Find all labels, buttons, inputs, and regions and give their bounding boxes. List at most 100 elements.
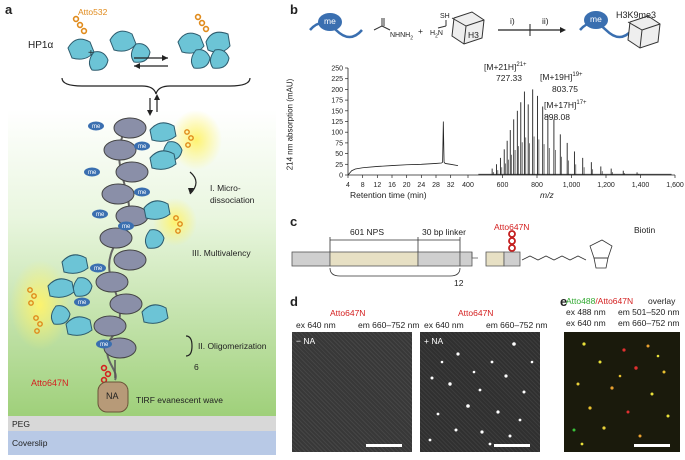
- biotin-label: Biotin: [634, 225, 656, 235]
- y-tick-label: 250: [331, 66, 343, 73]
- panel-e: e Atto488/Atto647N overlay ex 488 nm em …: [560, 292, 685, 460]
- oligomerization-label: II. Oligomerization: [198, 341, 267, 351]
- peak-label-21: [M+21H]21+: [484, 62, 527, 72]
- x-tick-label: 12: [373, 182, 381, 189]
- peg-layer: [8, 416, 276, 431]
- dye-pair-label: Atto488/Atto647N: [566, 296, 634, 306]
- x-tick-label: 1,600: [666, 182, 684, 189]
- hydrazide-label: NHNH2: [390, 32, 414, 42]
- bound-hp1: [47, 122, 183, 336]
- y-tick-label: 0: [339, 173, 343, 180]
- me-tails: me me me me me me me me me: [74, 121, 150, 349]
- micro-dissociation-arrow: [189, 171, 197, 195]
- y-tick-label: 50: [335, 151, 343, 158]
- x-tick-label: 8: [361, 182, 365, 189]
- svg-text:me: me: [138, 144, 147, 150]
- panel-a-label: a: [5, 2, 13, 17]
- step-1: i): [510, 16, 515, 26]
- chromatin-fiber: [93, 117, 149, 381]
- overlay-micrograph: [564, 332, 680, 452]
- micrograph-no-na: − NA: [292, 332, 412, 452]
- atto647n-dye: [100, 364, 112, 384]
- peak-mz-19: 803.75: [552, 84, 578, 94]
- repeat-six: 6: [194, 362, 199, 372]
- plus-sign: +: [88, 48, 94, 59]
- atto532-dye: [27, 129, 194, 334]
- me-tag: me: [590, 14, 602, 24]
- scale-bar: [366, 444, 402, 447]
- svg-text:me: me: [88, 170, 97, 176]
- ex-640: ex 640 nm: [566, 318, 606, 328]
- y-tick-label: 175: [331, 98, 343, 105]
- linker-label: 30 bp linker: [422, 227, 466, 237]
- ex-right: ex 640 nm: [424, 320, 464, 330]
- y-tick-label: 25: [335, 162, 343, 169]
- product-label: H3K9me3: [616, 10, 657, 20]
- y-tick-label: 125: [331, 119, 343, 126]
- atto532-label: Atto532: [78, 7, 108, 17]
- x-tick-label: 1,000: [563, 182, 581, 189]
- panel-c-label: c: [290, 214, 298, 229]
- peak-label-17: [M+17H]17+: [544, 100, 587, 110]
- step-2: ii): [542, 16, 549, 26]
- x-tick-label: 32: [447, 182, 455, 189]
- panel-c: c 601 NPS 30 bp linker Atto647N Biotin 1…: [290, 212, 685, 292]
- dna-construct: [291, 230, 613, 277]
- nps-label: 601 NPS: [350, 227, 385, 237]
- panel-a-schematic: me me me me me me me me me: [8, 13, 276, 455]
- micrograph-noise: [420, 332, 540, 452]
- y-tick-label: 100: [331, 130, 343, 137]
- neutravidin: [97, 381, 129, 413]
- me-tag: me: [324, 16, 336, 26]
- multivalency-label: III. Multivalency: [192, 248, 251, 258]
- condition-label: − NA: [296, 336, 316, 346]
- x-axis-label-left: Retention time (min): [350, 190, 427, 200]
- svg-text:me: me: [100, 342, 109, 348]
- panel-e-label: e: [560, 294, 568, 309]
- x-tick-label: 24: [417, 182, 425, 189]
- micro-label-2: dissociation: [210, 195, 255, 205]
- dye-label: Atto647N: [494, 222, 530, 232]
- repeat-twelve: 12: [454, 278, 464, 288]
- ex-left: ex 640 nm: [296, 320, 336, 330]
- y-axis-label: 214 nm absorption (mAU): [285, 78, 295, 171]
- y-tick-label: 150: [331, 108, 343, 115]
- hp1-label: HP1α: [28, 40, 54, 51]
- hplc-trace: [347, 121, 459, 176]
- em-501: em 501–520 nm: [618, 307, 680, 317]
- x-tick-label: 4: [346, 182, 350, 189]
- svg-text:me: me: [138, 190, 147, 196]
- coverslip-label: Coverslip: [12, 438, 48, 448]
- panel-b-label: b: [290, 2, 298, 17]
- scale-bar: [634, 444, 670, 447]
- amine-label: H2N: [430, 30, 443, 40]
- colocalized-spots: [572, 342, 670, 446]
- micrograph-with-na: + NA: [420, 332, 540, 452]
- svg-text:me: me: [92, 124, 101, 130]
- x-tick-label: 28: [432, 182, 440, 189]
- hp1-dimer: [177, 31, 231, 69]
- atto532-dye: [72, 13, 210, 35]
- brace: [61, 77, 251, 95]
- em-right: em 660–752 nm: [486, 320, 548, 330]
- svg-text:me: me: [96, 212, 105, 218]
- thiol-label: SH: [440, 13, 450, 20]
- peak-mz-17: 898.08: [544, 112, 570, 122]
- y-tick-label: 225: [331, 76, 343, 83]
- single-molecule-spots: [428, 342, 534, 446]
- x-tick-label: 1,200: [597, 182, 615, 189]
- y-tick-label: 75: [335, 140, 343, 147]
- overlay-label: overlay: [648, 296, 676, 306]
- panel-d-label: d: [290, 294, 298, 309]
- x-tick-label: 20: [403, 182, 411, 189]
- h3-label: H3: [468, 30, 479, 40]
- x-tick-label: 400: [462, 182, 474, 189]
- panel-a: a: [0, 0, 282, 460]
- x-axis-label-right: m/z: [540, 190, 554, 200]
- panel-d: d Atto647N ex 640 nm em 660–752 nm − NA …: [290, 292, 548, 460]
- dye-label-left: Atto647N: [330, 308, 366, 318]
- oligomerization-bracket: [185, 335, 193, 357]
- svg-text:me: me: [78, 300, 87, 306]
- x-tick-label: 600: [497, 182, 509, 189]
